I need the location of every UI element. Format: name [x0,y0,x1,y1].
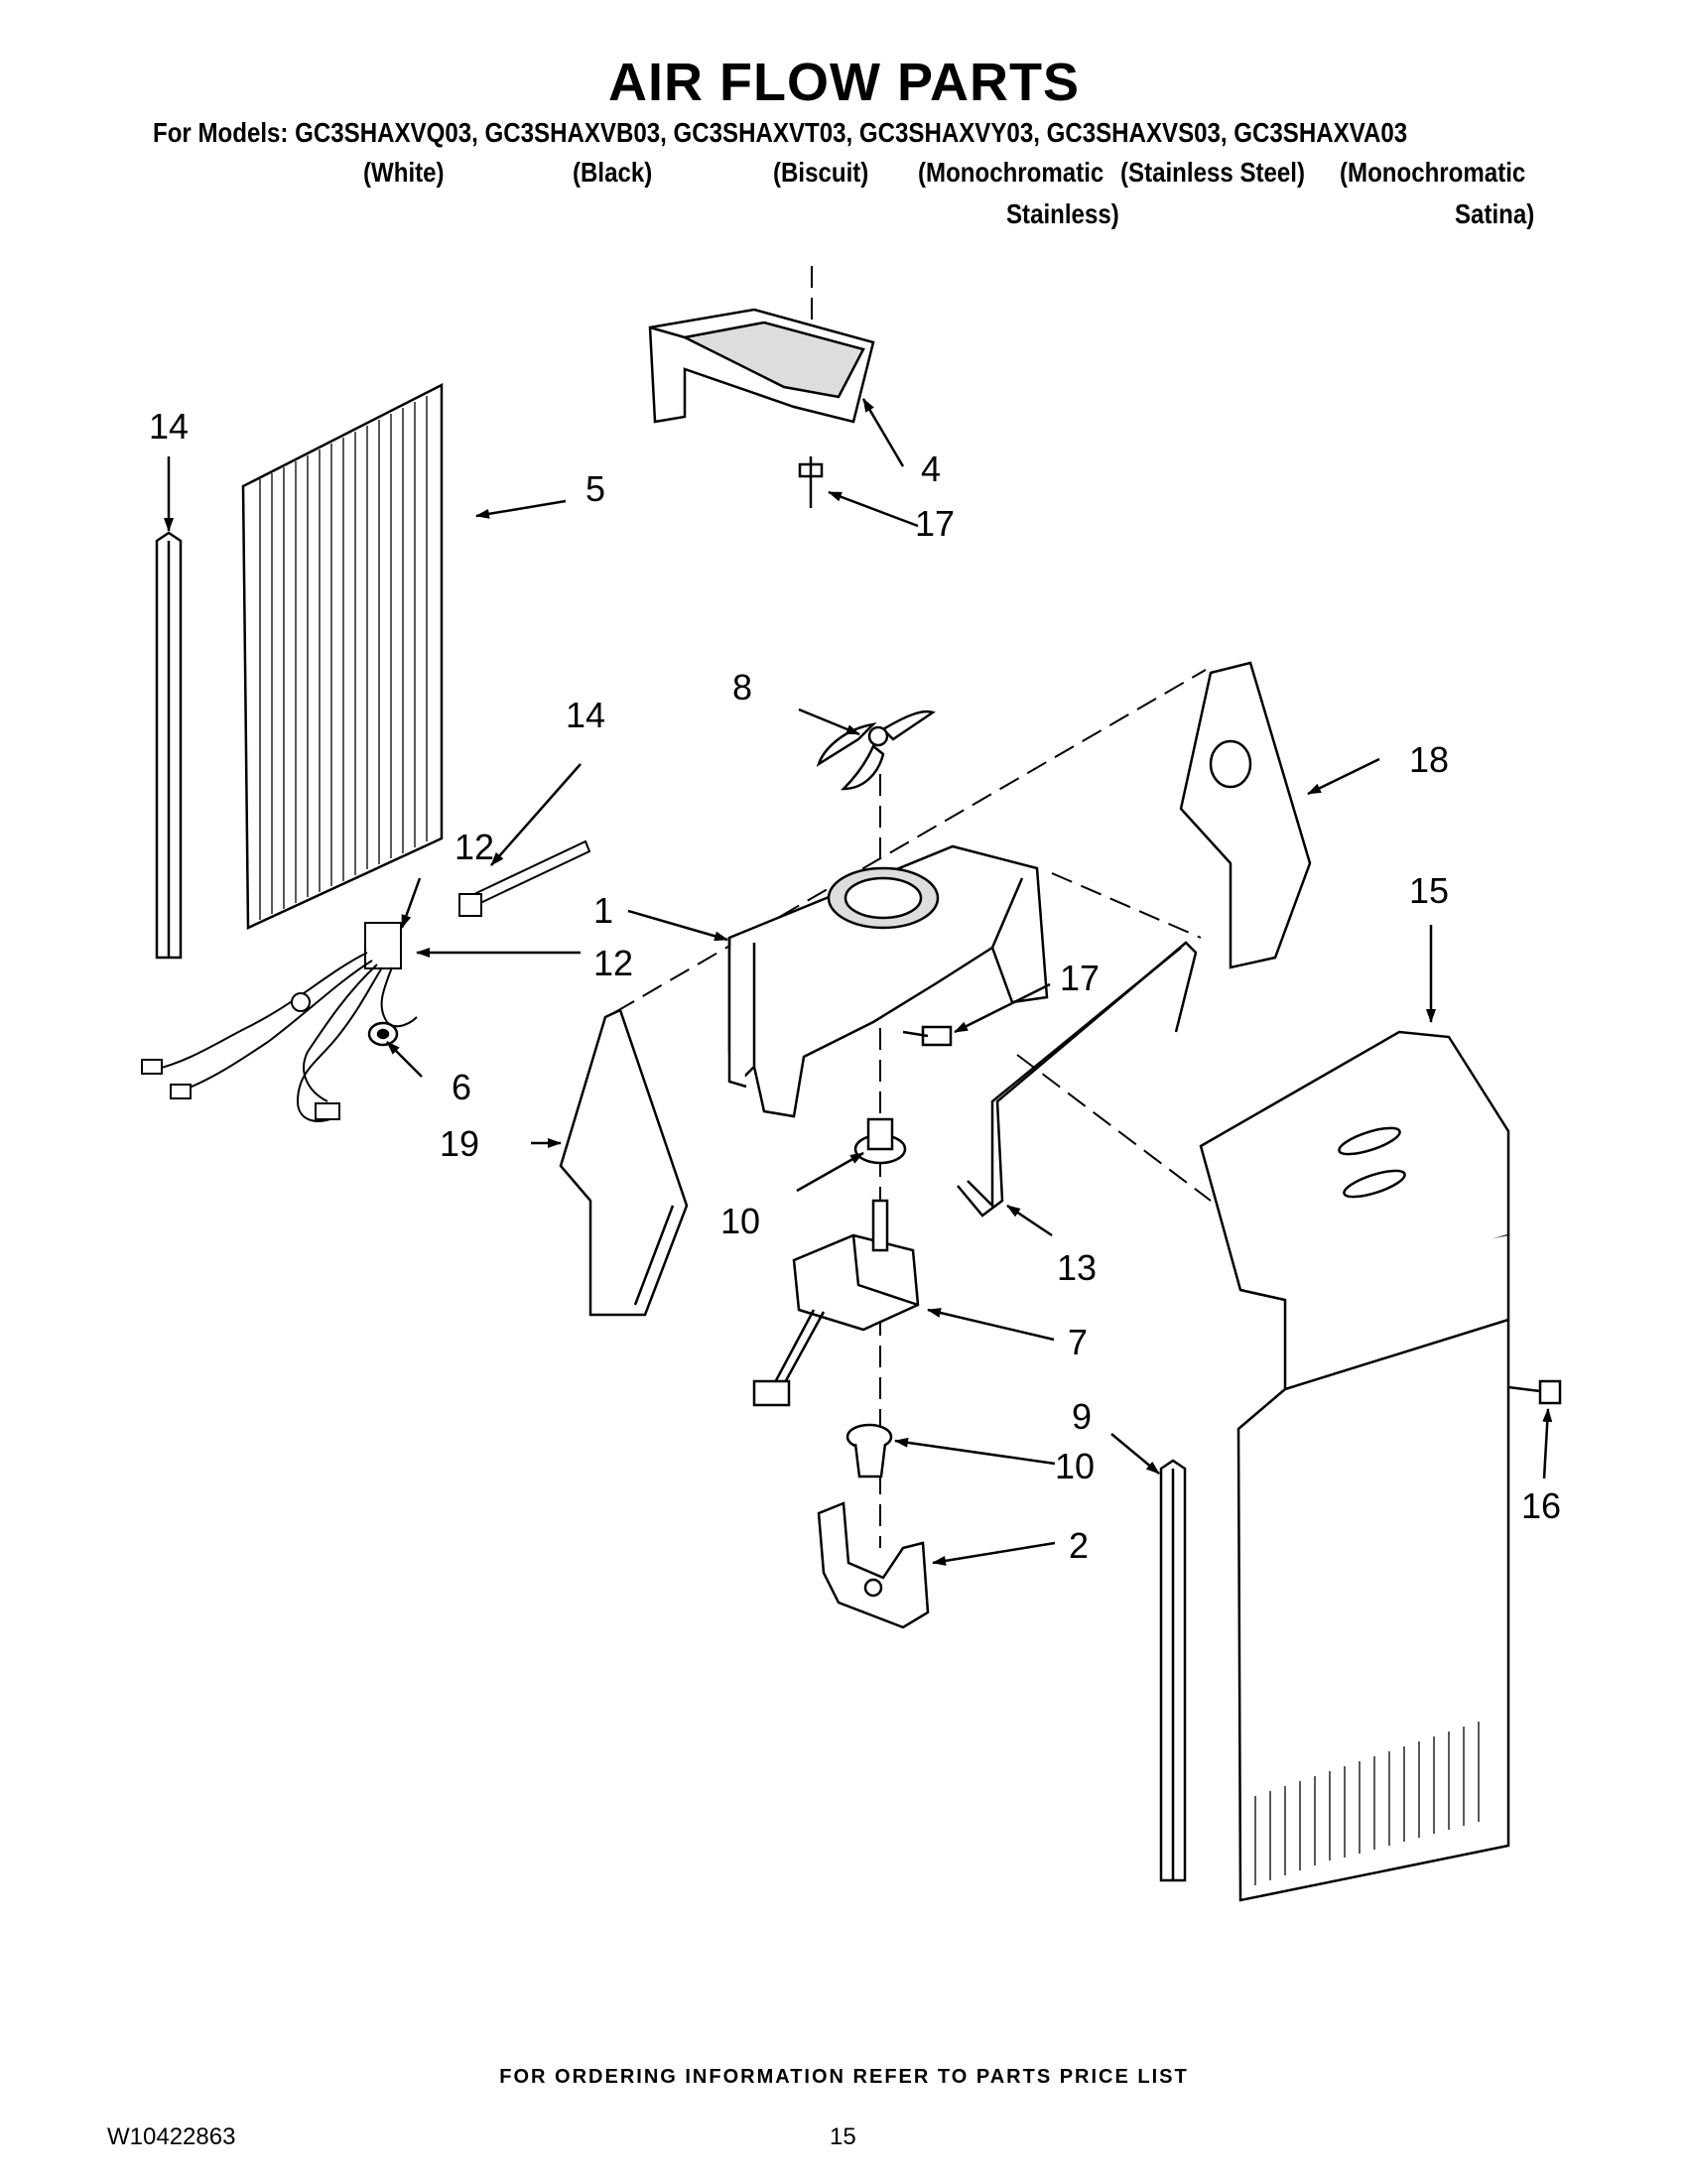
variant-monochromatic-satina: (Monochromatic [1340,157,1526,188]
callout-6: 6 [452,1067,471,1107]
part-baffle-right [1179,661,1312,969]
document-number: W10422863 [107,2123,236,2150]
callout-4: 4 [921,449,941,489]
ordering-note: FOR ORDERING INFORMATION REFER TO PARTS … [499,2066,1189,2088]
part-baffle-left [559,1008,689,1317]
part-motor-mount-lower [845,1423,893,1478]
models-line: For Models: GC3SHAXVQ03, GC3SHAXVB03, GC… [153,117,1408,148]
part-fan-housing [727,844,1049,1118]
part-wire-bracket [957,941,1198,1218]
callout-labels: 14 5 4 17 8 14 18 12 15 1 12 17 6 19 10 … [149,406,1561,1566]
variant-white: (White) [363,157,445,188]
callout-1: 1 [593,890,613,931]
part-cable-tie [458,839,591,917]
callout-17-mid: 17 [1060,958,1100,998]
callout-14-left: 14 [149,406,189,447]
callout-9: 9 [1072,1396,1092,1437]
callout-12-top: 12 [454,827,494,867]
part-screw-17-mid [902,1025,953,1047]
part-gasket-strip-left [155,531,183,960]
page-number: 15 [830,2123,856,2150]
variant-monochromatic-satina-2: Satina) [1455,198,1535,229]
callout-12-mid: 12 [593,943,633,983]
callout-13: 13 [1057,1247,1097,1288]
part-fan-blade [816,710,936,791]
variant-monochromatic-stainless-2: Stainless) [1006,198,1119,229]
callout-15: 15 [1409,870,1449,911]
part-grommet [367,1021,399,1047]
page-title: AIR FLOW PARTS [608,53,1080,112]
part-duct-cover [648,308,875,424]
callout-7: 7 [1068,1322,1088,1362]
callout-5: 5 [585,468,605,509]
callout-16: 16 [1521,1485,1561,1526]
callout-14-tie: 14 [566,695,605,735]
callout-10-lower: 10 [1055,1446,1095,1486]
part-motor-mount-upper [853,1117,907,1165]
part-fan-motor [752,1199,920,1407]
callout-2: 2 [1069,1525,1089,1566]
part-screw-17-top [798,456,824,508]
variant-stainless-steel: (Stainless Steel) [1120,157,1306,188]
part-evaporator-cover [241,382,444,930]
part-gasket-strip-right [1159,1459,1187,1882]
callout-18: 18 [1409,739,1449,780]
part-wiring-harness [141,922,418,1122]
variant-biscuit: (Biscuit) [773,157,869,188]
callout-19: 19 [440,1123,479,1164]
callout-10-upper: 10 [720,1201,760,1241]
variant-black: (Black) [573,157,653,188]
part-air-tower-cover [1199,1030,1510,1902]
part-screw-16 [1507,1379,1562,1405]
callout-leaders [164,398,1553,1566]
callout-17-top: 17 [915,503,955,544]
part-motor-bracket [817,1501,930,1629]
variant-monochromatic-stainless: (Monochromatic [918,157,1104,188]
callout-8: 8 [732,667,752,707]
